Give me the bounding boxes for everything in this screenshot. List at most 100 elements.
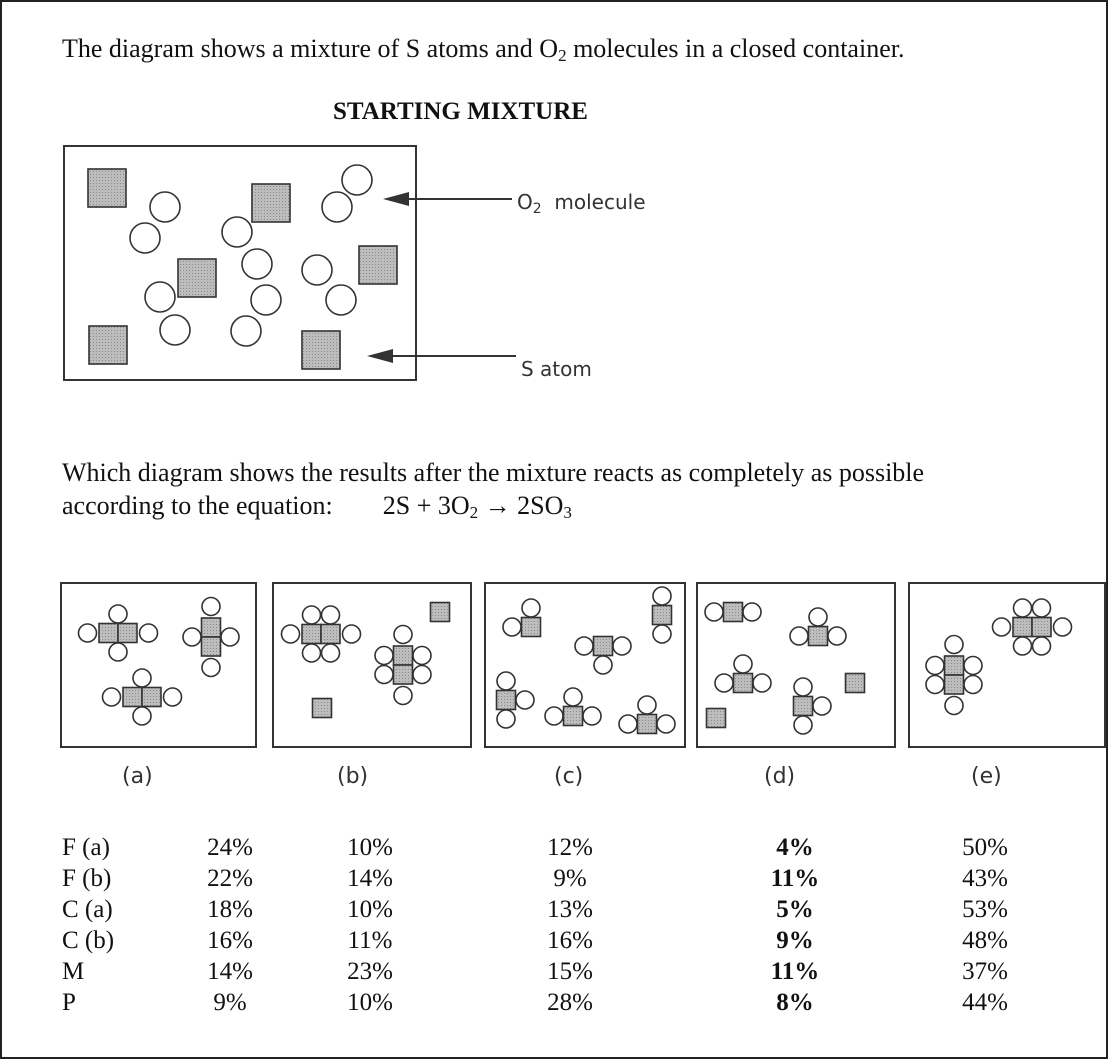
s-atom — [251, 183, 291, 223]
result-percent: 12% — [547, 834, 593, 861]
s2o4-molecule — [101, 668, 183, 726]
result-percent: 24% — [207, 834, 253, 861]
o-atom — [618, 714, 638, 734]
o2-molecule — [221, 216, 273, 280]
so3-molecule — [714, 654, 772, 694]
o-atom — [1031, 636, 1052, 656]
result-percent: 9% — [553, 865, 587, 892]
result-percent: 23% — [347, 958, 393, 985]
result-percent: 22% — [207, 865, 253, 892]
o-atom — [1012, 598, 1033, 618]
s-atom — [943, 655, 965, 676]
o-atom — [944, 634, 964, 655]
o-atom — [925, 655, 945, 676]
option-label-a: (a) — [122, 764, 153, 789]
result-percent: 37% — [962, 958, 1008, 985]
so3-molecule — [789, 607, 847, 647]
o-atom — [582, 706, 602, 726]
option-label-e: (e) — [971, 764, 1002, 789]
s-atom — [177, 258, 217, 298]
s-atom — [320, 623, 341, 645]
result-percent: 15% — [547, 958, 593, 985]
option-label-c: (c) — [554, 764, 584, 789]
so3-molecule — [618, 695, 676, 735]
result-percent: 8% — [776, 989, 814, 1016]
so3-molecule — [544, 687, 602, 727]
result-row: C (a)18%10%13%5%53% — [62, 894, 1060, 925]
s-atom — [807, 625, 829, 647]
result-percent: 4% — [776, 834, 814, 861]
result-percent: 11% — [770, 865, 820, 892]
so3-molecule — [574, 635, 632, 675]
o-atom — [521, 598, 541, 618]
result-percent: 10% — [347, 989, 393, 1016]
s2o4-molecule — [182, 596, 240, 678]
o2-molecule — [230, 284, 282, 347]
s-atom — [732, 672, 754, 694]
o-atom — [341, 164, 373, 196]
o-atom — [925, 674, 945, 695]
o-atom — [321, 191, 353, 223]
o-atom — [574, 636, 594, 656]
s-atom — [520, 616, 542, 638]
s-pointer-arrow — [367, 349, 516, 363]
s-atom — [429, 601, 451, 623]
result-percent: 44% — [962, 989, 1008, 1016]
o-atom — [563, 687, 583, 707]
option-box-e — [908, 582, 1106, 748]
o-atom — [162, 687, 183, 707]
o-atom — [241, 248, 273, 280]
result-percent: 10% — [347, 834, 393, 861]
s-atom — [562, 705, 584, 727]
so3-molecule — [651, 586, 673, 644]
o-atom — [138, 623, 159, 643]
s-atom — [636, 713, 658, 735]
o-atom — [714, 673, 734, 693]
result-group-label: C (b) — [62, 927, 115, 954]
s-atom — [1031, 616, 1052, 638]
result-percent: 9% — [213, 989, 247, 1016]
o-atom — [593, 655, 613, 675]
result-percent: 9% — [776, 927, 814, 954]
o2-molecule — [129, 191, 181, 254]
o-atom — [132, 668, 152, 688]
s-atom — [200, 617, 222, 638]
intro-text: The diagram shows a mixture of S atoms a… — [62, 34, 905, 65]
o-atom — [752, 673, 772, 693]
o-atom — [301, 254, 333, 286]
result-group-label: M — [62, 958, 85, 985]
s-atom — [1012, 616, 1033, 638]
o-atom — [108, 642, 128, 662]
result-percent: 48% — [962, 927, 1008, 954]
s2o6-molecule — [925, 634, 983, 716]
o-atom — [704, 602, 724, 622]
o-atom — [1031, 598, 1052, 618]
s-atom — [392, 664, 414, 685]
s-atom — [122, 686, 143, 708]
s-atom — [87, 168, 127, 208]
option-box-d — [696, 582, 896, 748]
o-atom — [496, 671, 516, 691]
o-atom — [77, 623, 98, 643]
o-atom — [637, 695, 657, 715]
result-percent: 11% — [770, 958, 820, 985]
s-atom — [705, 707, 727, 729]
result-row: C (b)16%11%16%9%48% — [62, 925, 1060, 956]
option-label-b: (b) — [337, 764, 369, 789]
s-atom — [98, 622, 119, 644]
s-atom — [722, 601, 744, 623]
result-percent: 50% — [962, 834, 1008, 861]
s2o4-molecule — [77, 604, 159, 662]
o-atom — [496, 709, 516, 729]
o-atom — [991, 617, 1012, 637]
so3-molecule — [495, 671, 535, 729]
o-atom — [793, 715, 813, 735]
o-atom — [812, 696, 832, 716]
s-atom — [943, 674, 965, 695]
s2o6-molecule — [991, 598, 1073, 656]
o-atom — [612, 636, 632, 656]
reaction-equation: 2S + 3O2 → 2SO3 — [382, 491, 572, 522]
